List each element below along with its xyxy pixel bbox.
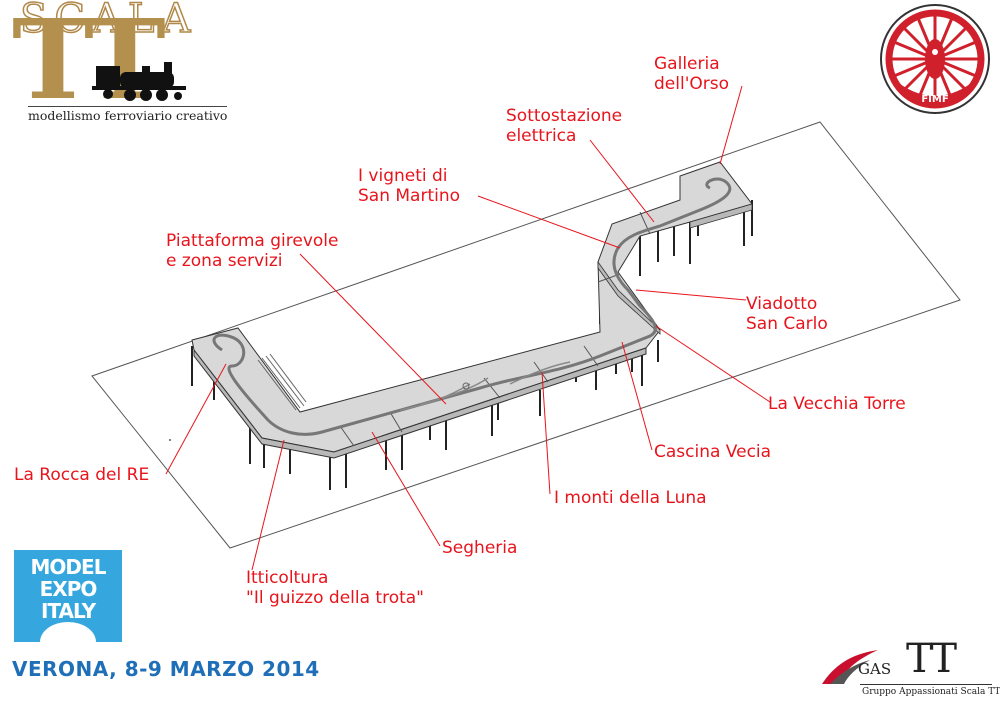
floor-dot [169,439,171,441]
label-sottostazione-elettrica: Sottostazione elettrica [506,106,623,146]
label-galleria-dell-orso: Galleria dell'Orso [654,54,729,94]
label-rocca-del-re: La Rocca del RE [14,465,150,485]
gas-tt-logo: GAS TT Gruppo Appassionati Scala TT [820,636,1000,702]
expo-line-expo: EXPO [39,577,98,601]
event-date: VERONA, 8-9 MARZO 2014 [12,657,320,681]
label-itticoltura: Itticoltura "Il guizzo della trota" [246,568,425,608]
turntable-marker [462,382,470,390]
viaduct-edge [597,260,661,335]
label-la-vecchia-torre: La Vecchia Torre [768,394,906,414]
locomotive-icon [92,62,186,101]
wheel-icon: FIMF [880,4,990,114]
track-siding [399,361,571,411]
scala-tagline: modellismo ferroviario creativo [28,106,228,123]
track-line [212,177,732,436]
label-piattaforma-girevole: Piattaforma girevole e zona servizi [166,231,339,271]
gas-subtitle: Gruppo Appassionati Scala TT [862,687,1000,697]
leader-lines [165,85,771,571]
expo-arc-shape [40,622,96,642]
label-vigneti-san-martino: I vigneti di San Martino [358,166,461,206]
service-tracks [257,353,307,411]
floor-outline [91,121,961,549]
expo-line-model: MODEL [30,555,107,579]
gas-swoosh-icon [822,650,878,684]
label-viadotto-san-carlo: Viadotto San Carlo [746,294,828,334]
tunnel-edge [689,203,753,229]
fimf-text: FIMF [921,94,948,105]
label-monti-della-luna: I monti della Luna [554,488,707,508]
label-segheria: Segheria [442,538,518,558]
fimf-logo: FIMF [880,4,990,114]
layout-board-edge [193,347,647,459]
gas-tt-text: TT [906,636,957,682]
expo-line-italy: ITALY [40,599,96,623]
gas-divider [860,684,992,685]
gas-text: GAS [858,660,892,678]
model-expo-logo: MODEL EXPO ITALY [14,550,122,642]
label-cascina-vecia: Cascina Vecia [654,442,772,462]
scala-word: SCALA [19,0,198,43]
scala-tt-logo: SCALA TT modellismo ferroviario creativo [6,0,278,123]
